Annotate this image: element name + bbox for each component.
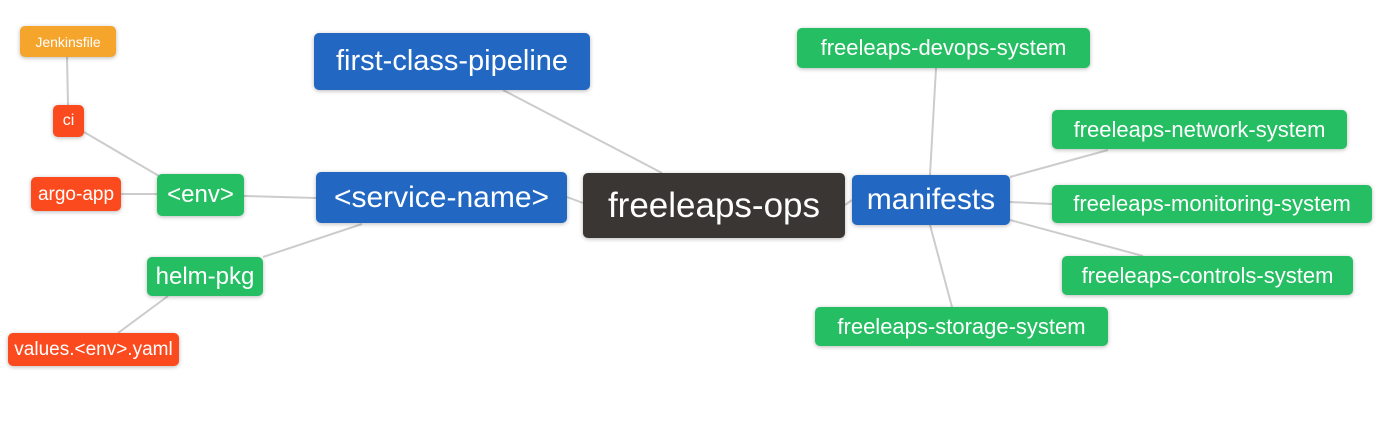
node-service-name[interactable]: <service-name>: [316, 172, 567, 223]
edge-manifests-storage: [929, 224, 953, 308]
node-freeleaps-devops-system[interactable]: freeleaps-devops-system: [797, 28, 1090, 68]
edge-pipeline-freeleaps-ops: [502, 89, 663, 174]
edge-manifests-controls: [1009, 219, 1144, 257]
edge-freeleaps-ops-manifests: [844, 199, 853, 206]
edge-jenkinsfile-ci: [66, 56, 69, 106]
node-freeleaps-ops-root[interactable]: freeleaps-ops: [583, 173, 845, 238]
node-ci[interactable]: ci: [53, 105, 84, 137]
node-first-class-pipeline[interactable]: first-class-pipeline: [314, 33, 590, 90]
edge-manifests-network: [1009, 149, 1109, 178]
edge-env-service-name: [243, 195, 317, 199]
node-freeleaps-storage-system[interactable]: freeleaps-storage-system: [815, 307, 1108, 346]
node-freeleaps-network-system[interactable]: freeleaps-network-system: [1052, 110, 1347, 149]
node-jenkinsfile[interactable]: Jenkinsfile: [20, 26, 116, 57]
edge-manifests-monitoring: [1009, 201, 1053, 205]
edge-service-name-freeleaps-ops: [566, 196, 584, 204]
node-argo-app[interactable]: argo-app: [31, 177, 121, 211]
edge-helm-pkg-service-name: [262, 223, 363, 258]
node-manifests[interactable]: manifests: [852, 175, 1010, 225]
edge-ci-env: [83, 131, 160, 177]
node-env[interactable]: <env>: [157, 174, 244, 216]
node-helm-pkg[interactable]: helm-pkg: [147, 257, 263, 296]
edge-manifests-devops: [929, 67, 937, 176]
node-values-env-yaml[interactable]: values.<env>.yaml: [8, 333, 179, 366]
edge-values-helm-pkg: [117, 295, 169, 334]
node-freeleaps-controls-system[interactable]: freeleaps-controls-system: [1062, 256, 1353, 295]
node-freeleaps-monitoring-system[interactable]: freeleaps-monitoring-system: [1052, 185, 1372, 223]
